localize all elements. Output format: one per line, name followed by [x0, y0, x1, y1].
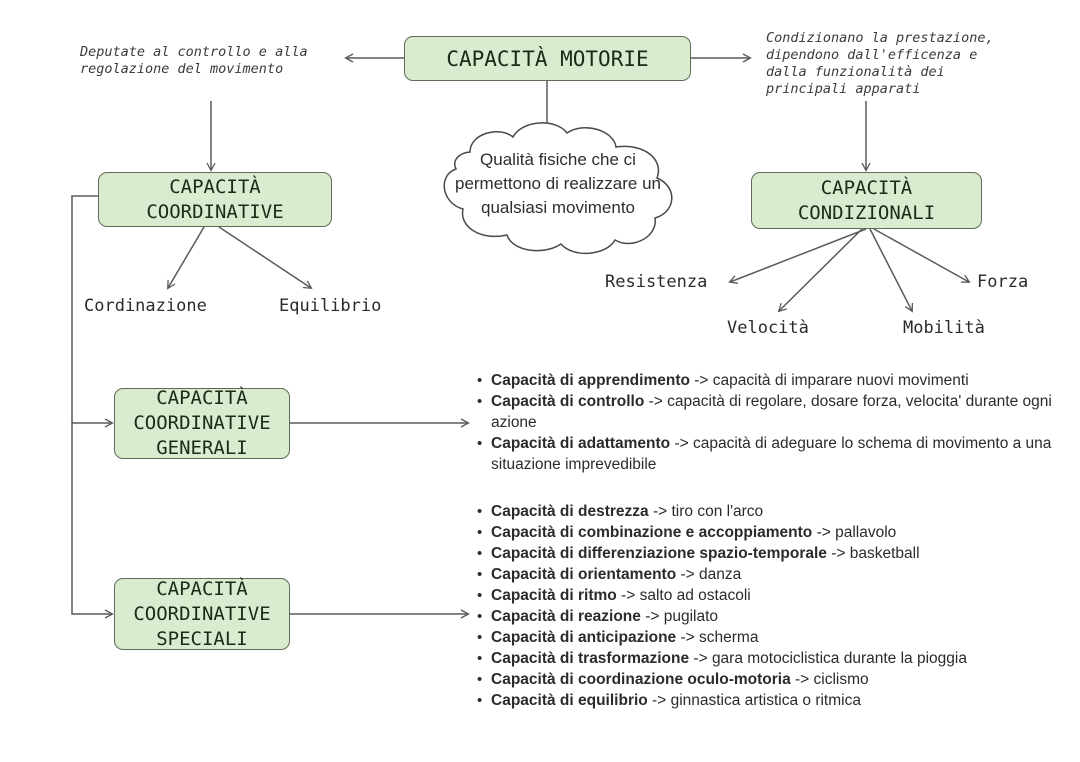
list-item: Capacità di ritmo -> salto ad ostacoli	[476, 585, 1061, 606]
list-item-term: Capacità di destrezza	[491, 503, 649, 520]
list-item: Capacità di anticipazione -> scherma	[476, 627, 1061, 648]
list-item: Capacità di reazione -> pugilato	[476, 606, 1061, 627]
edge-bracket-to-speciali	[71, 423, 114, 619]
list-item-term: Capacità di anticipazione	[491, 629, 677, 646]
list-item: Capacità di trasformazione -> gara motoc…	[476, 648, 1061, 669]
speciali-bullet-list: Capacità di destrezza -> tiro con l'arco…	[476, 501, 1061, 711]
list-item-description: salto ad ostacoli	[639, 587, 751, 604]
list-item-arrow: ->	[689, 650, 712, 667]
leaf-mobilita: Mobilità	[903, 318, 985, 338]
node-capacita-coordinative-speciali[interactable]: CAPACITÀ COORDINATIVE SPECIALI	[114, 578, 290, 650]
edge-condizionali-to-velocita	[777, 228, 863, 313]
list-item-description: scherma	[699, 629, 759, 646]
leaf-forza: Forza	[977, 272, 1029, 292]
list-item-term: Capacità di differenziazione spazio-temp…	[491, 545, 827, 562]
list-item-term: Capacità di controllo	[491, 393, 645, 410]
list-item: Capacità di combinazione e accoppiamento…	[476, 522, 1061, 543]
list-item-arrow: ->	[676, 566, 700, 583]
node-capacita-motorie[interactable]: CAPACITÀ MOTORIE	[404, 36, 691, 81]
list-item-term: Capacità di apprendimento	[491, 372, 690, 389]
list-item-arrow: ->	[644, 393, 668, 410]
leaf-cordinazione: Cordinazione	[84, 296, 207, 316]
list-item-description: basketball	[849, 545, 920, 562]
list-item-description: pallavolo	[835, 524, 897, 541]
list-item-arrow: ->	[689, 372, 713, 389]
list-item-arrow: ->	[670, 435, 693, 452]
list-item-description: pugilato	[663, 608, 719, 625]
list-item-term: Capacità di combinazione e accoppiamento	[491, 524, 813, 541]
edge-condizionali-to-resistenza	[728, 228, 867, 284]
list-item-term: Capacità di equilibrio	[491, 692, 648, 709]
node-capacita-condizionali[interactable]: CAPACITÀ CONDIZIONALI	[751, 172, 982, 229]
list-item: Capacità di equilibrio -> ginnastica art…	[476, 690, 1061, 711]
list-item-description: capacità di imparare nuovi movimenti	[712, 372, 969, 389]
list-item-arrow: ->	[826, 545, 850, 562]
list-item-arrow: ->	[676, 629, 700, 646]
list-item-arrow: ->	[648, 503, 672, 520]
list-item-description: ginnastica artistica o ritmica	[670, 692, 861, 709]
annotation-left: Deputate al controllo e alla regolazione…	[80, 44, 308, 77]
list-item: Capacità di orientamento -> danza	[476, 564, 1061, 585]
list-item-arrow: ->	[812, 524, 836, 541]
list-item-arrow: ->	[647, 692, 671, 709]
list-item-term: Capacità di trasformazione	[491, 650, 690, 667]
list-item-term: Capacità di reazione	[491, 608, 641, 625]
list-item-description: danza	[699, 566, 742, 583]
leaf-resistenza: Resistenza	[605, 272, 708, 292]
list-item: Capacità di coordinazione oculo-motoria …	[476, 669, 1061, 690]
generali-bullet-list: Capacità di apprendimento -> capacità di…	[476, 370, 1061, 475]
leaf-equilibrio: Equilibrio	[279, 296, 382, 316]
list-item-description: ciclismo	[813, 671, 869, 688]
annotation-right: Condizionano la prestazione, dipendono d…	[766, 30, 994, 97]
node-capacita-coordinative[interactable]: CAPACITÀ COORDINATIVE	[98, 172, 332, 227]
list-item-arrow: ->	[790, 671, 814, 688]
list-item-description: capacità di regolare, dosare forza, velo…	[491, 393, 1052, 431]
leaf-velocita: Velocità	[727, 318, 809, 338]
edge-condizionali-to-mobilita	[869, 228, 914, 313]
edge-coordinative-to-equilibrio	[218, 226, 313, 290]
list-item-term: Capacità di orientamento	[491, 566, 677, 583]
cloud-label: Qualità fisiche che ci permettono di rea…	[454, 150, 661, 217]
list-item: Capacità di destrezza -> tiro con l'arco	[476, 501, 1061, 522]
list-item: Capacità di controllo -> capacità di reg…	[476, 391, 1061, 433]
list-item-arrow: ->	[640, 608, 664, 625]
list-item-description: capacità di adeguare lo schema di movime…	[491, 435, 1052, 473]
list-item: Capacità di differenziazione spazio-temp…	[476, 543, 1061, 564]
edge-condizionali-to-forza	[873, 228, 971, 283]
list-item-description: tiro con l'arco	[671, 503, 764, 520]
list-item-arrow: ->	[616, 587, 640, 604]
list-item-term: Capacità di coordinazione oculo-motoria	[491, 671, 791, 688]
list-item-description: gara motociclistica durante la pioggia	[711, 650, 967, 667]
node-capacita-coordinative-generali[interactable]: CAPACITÀ COORDINATIVE GENERALI	[114, 387, 290, 459]
list-item: Capacità di adattamento -> capacità di a…	[476, 433, 1061, 475]
edge-coordinative-to-cordinazione	[167, 226, 205, 290]
list-item-term: Capacità di adattamento	[491, 435, 671, 452]
list-item: Capacità di apprendimento -> capacità di…	[476, 370, 1061, 391]
list-item-term: Capacità di ritmo	[491, 587, 617, 604]
